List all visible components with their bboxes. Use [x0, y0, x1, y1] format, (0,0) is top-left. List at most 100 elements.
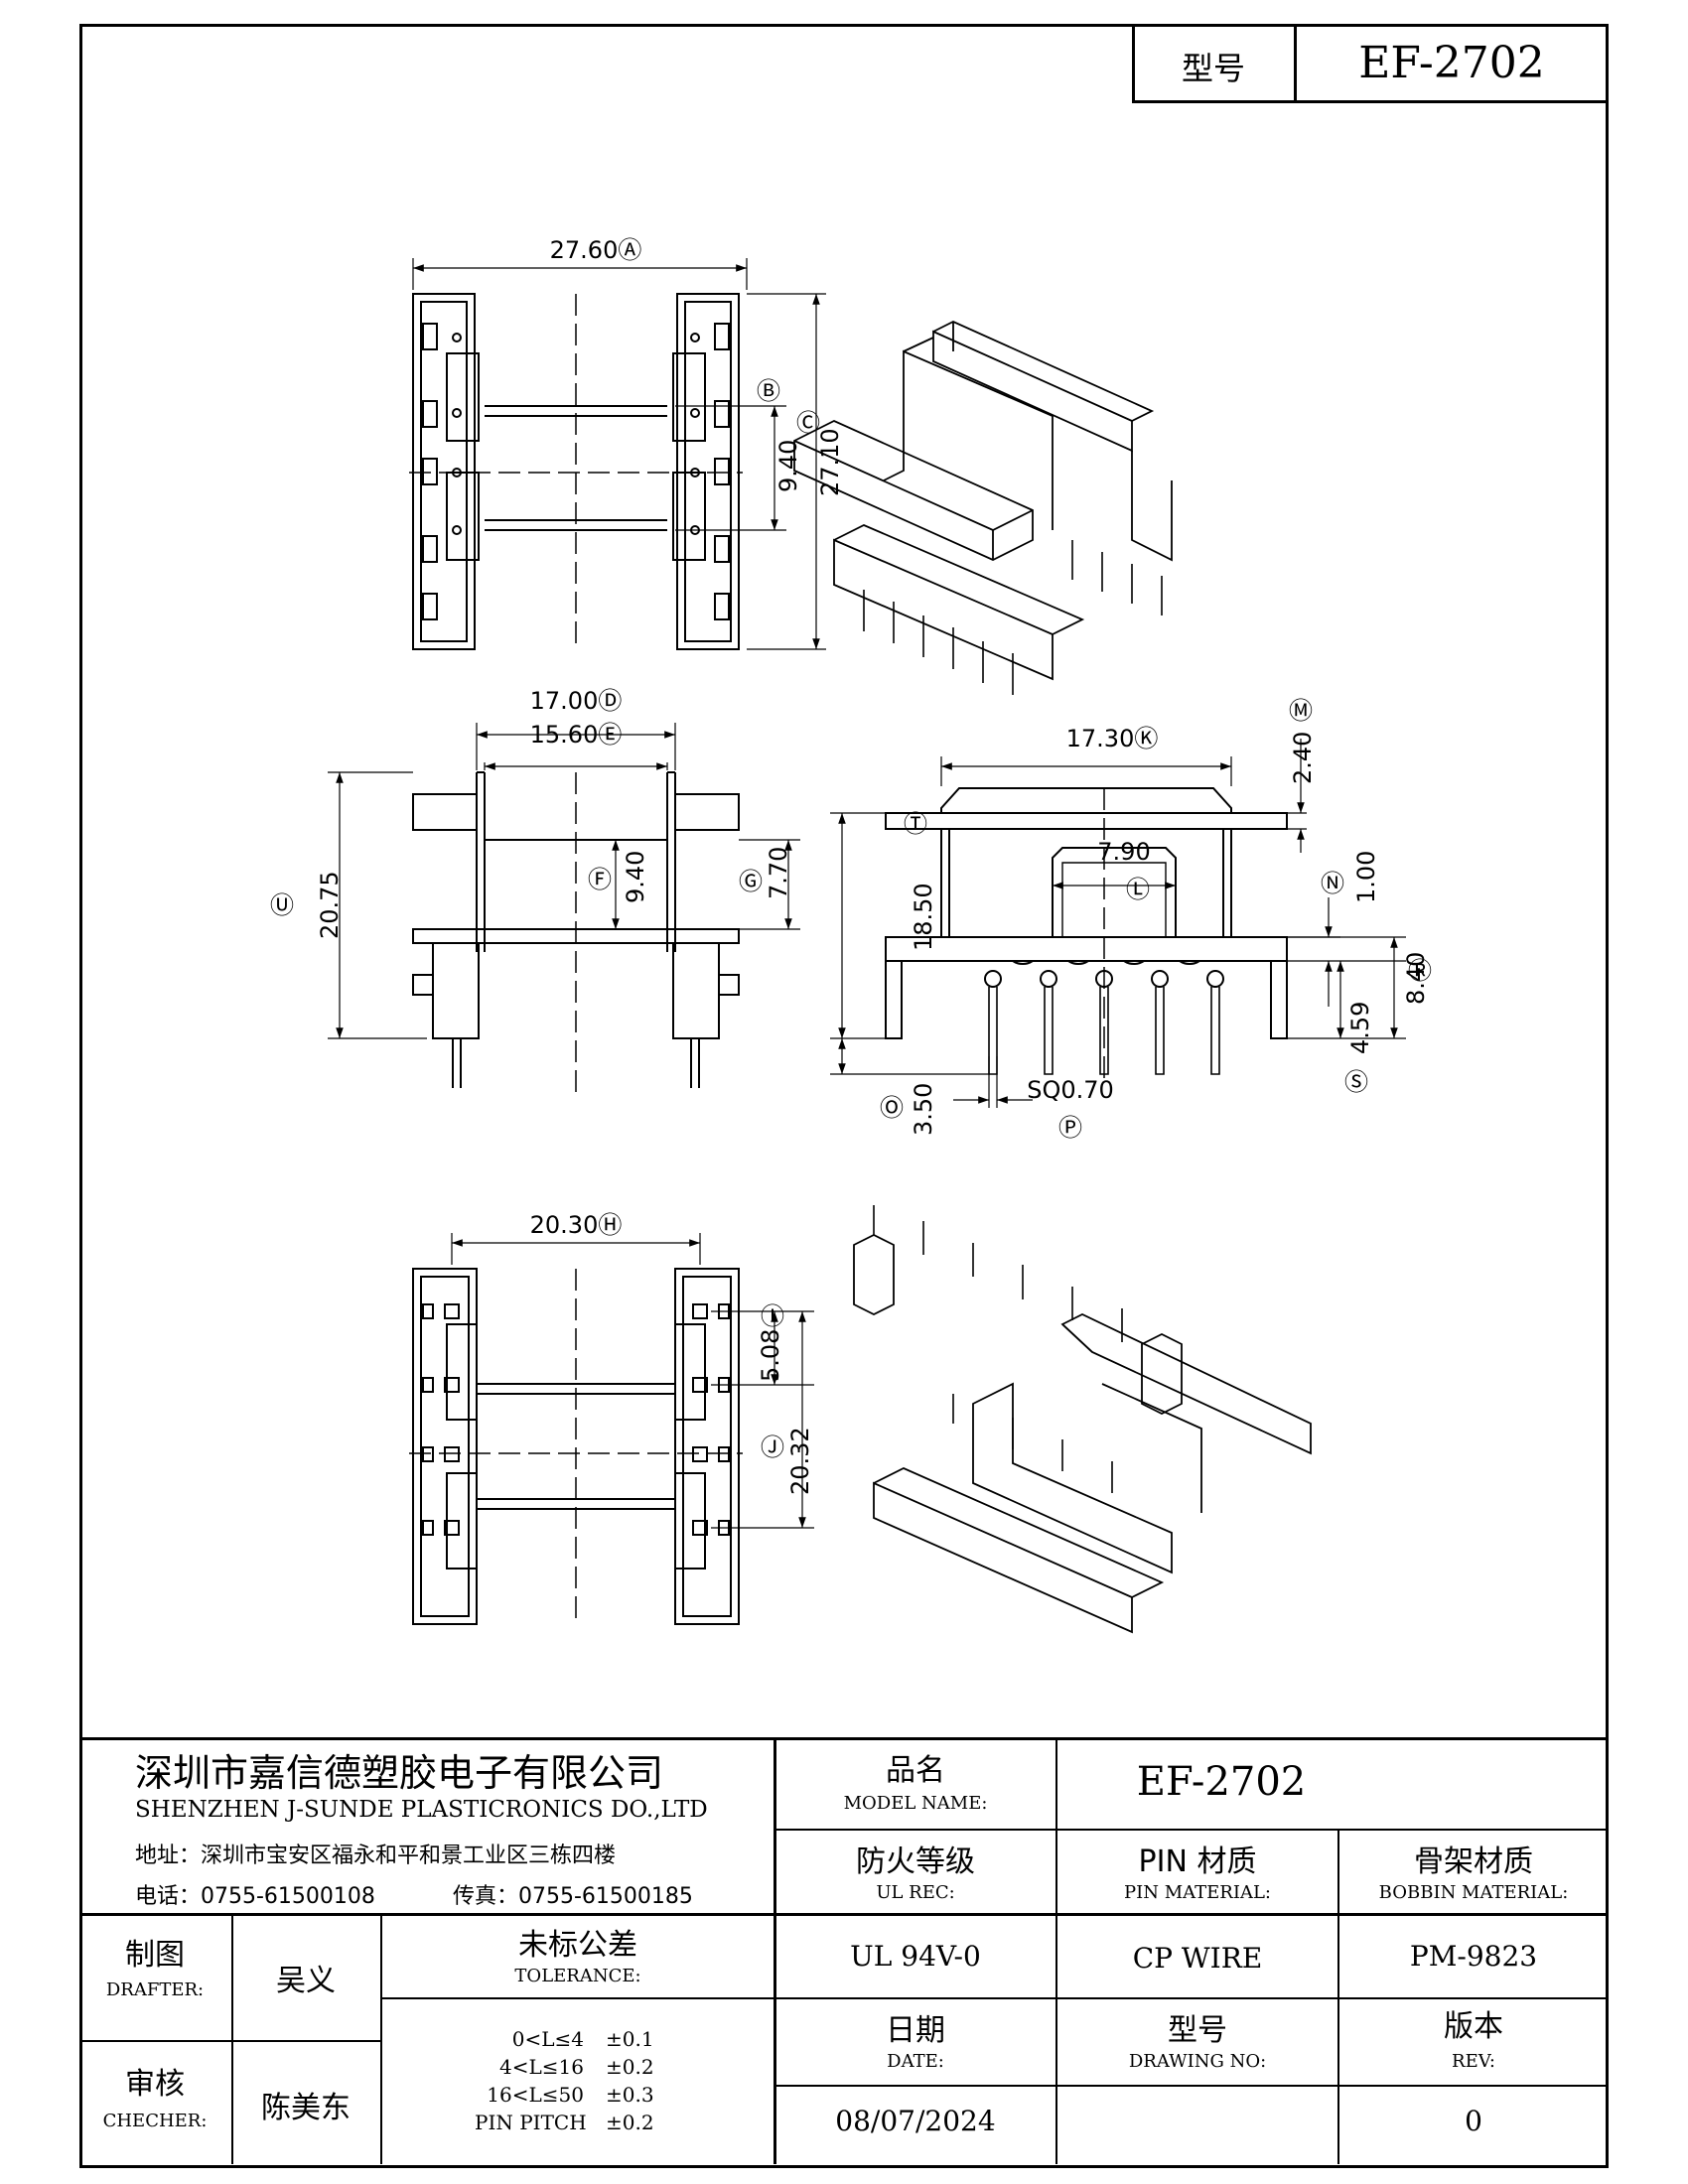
company-phone: 电话：0755-61500108	[135, 1884, 375, 1909]
tb-line	[79, 2040, 380, 2042]
ul-rec-cn: 防火等级	[856, 1844, 975, 1879]
model-name-cn: 品名	[886, 1753, 945, 1788]
tolerance-value: ±0.2	[606, 2055, 654, 2079]
dim-j: 20.32	[786, 1427, 814, 1495]
dim-value: 27.60	[549, 236, 619, 264]
bobbin-material-value: PM-9823	[1409, 1940, 1538, 1973]
side-view	[830, 739, 1406, 1108]
company-name-cn: 深圳市嘉信德塑胶电子有限公司	[135, 1751, 664, 1795]
model-name-en: MODEL NAME:	[843, 1793, 988, 1814]
dim-u: 20.75	[316, 871, 344, 939]
tb-vline	[1055, 1737, 1057, 2164]
rev-en: REV:	[1452, 2051, 1495, 2072]
dim-g-label: Ⓖ	[739, 868, 763, 895]
model-box-value: EF-2702	[1358, 38, 1545, 88]
dim-value: 17.00	[529, 687, 599, 715]
bobbin-material-cn: 骨架材质	[1414, 1844, 1533, 1879]
dim-p-label: Ⓟ	[1058, 1114, 1082, 1142]
tolerance-value: ±0.2	[606, 2111, 654, 2134]
tolerance-range: 0<L≤4	[511, 2027, 584, 2051]
dim-n-label: Ⓝ	[1321, 870, 1344, 897]
checker-en: CHECHER:	[102, 2111, 208, 2131]
dim-i-label: Ⓘ	[761, 1302, 784, 1330]
company-fax: 传真：0755-61500185	[453, 1884, 693, 1909]
rev-value: 0	[1465, 2105, 1482, 2137]
technical-drawing	[328, 258, 1406, 1634]
tolerance-range: 16<L≤50	[487, 2083, 584, 2107]
dim-o-label: Ⓞ	[880, 1094, 904, 1122]
tolerance-cn: 未标公差	[518, 1928, 637, 1963]
model-box-label: 型号	[1181, 50, 1246, 87]
dim-l-label: Ⓛ	[1126, 876, 1150, 903]
company-name-en: SHENZHEN J-SUNDE PLASTICRONICS DO.,LTD	[135, 1797, 708, 1823]
dim-f: 9.40	[622, 850, 649, 903]
tb-line	[774, 1829, 1609, 1831]
bottom-view	[409, 1233, 814, 1625]
pin-material-value: CP WIRE	[1132, 1942, 1263, 1975]
dim-r-label: Ⓡ	[1408, 957, 1432, 985]
checker-cn: 审核	[125, 2067, 185, 2102]
dim-value: 17.30	[1065, 725, 1135, 752]
dim-m-label: Ⓜ	[1289, 697, 1313, 725]
ul-rec-value: UL 94V-0	[850, 1940, 981, 1973]
dim-value: 7.90	[1097, 838, 1151, 866]
dim-d: 17.00Ⓓ	[529, 687, 623, 715]
dim-g: 7.70	[765, 846, 792, 899]
dim-s: 4.59	[1346, 1001, 1374, 1054]
checker-value: 陈美东	[261, 2091, 351, 2125]
front-view	[328, 723, 800, 1096]
dim-i: 5.08	[757, 1328, 784, 1382]
tb-line	[79, 1737, 1609, 1740]
dim-c: 27.10	[816, 428, 844, 496]
dim-b-label: Ⓑ	[757, 377, 780, 405]
drawing-sheet-border	[79, 24, 1609, 2168]
dim-t: 18.50	[910, 883, 937, 951]
tb-vline	[380, 1913, 382, 2164]
tb-vline	[231, 1913, 233, 2164]
drawing-no-en: DRAWING NO:	[1128, 2051, 1267, 2072]
tolerance-en: TOLERANCE:	[514, 1966, 641, 1986]
pin-material-cn: PIN 材质	[1138, 1844, 1257, 1879]
dim-t-label: Ⓣ	[904, 810, 927, 838]
isometric-view-2	[853, 1205, 1312, 1634]
date-cn: 日期	[886, 2013, 945, 2048]
date-en: DATE:	[887, 2051, 944, 2072]
tolerance-range: PIN PITCH	[475, 2111, 587, 2134]
ul-rec-en: UL REC:	[876, 1882, 955, 1903]
model-box	[1132, 24, 1609, 103]
dim-j-label: Ⓙ	[761, 1433, 784, 1461]
dim-r: 8.40	[1402, 951, 1430, 1005]
tolerance-value: ±0.3	[606, 2083, 654, 2107]
tb-line	[380, 1997, 1609, 1999]
drafter-value: 吴义	[276, 1964, 336, 1998]
tb-vline	[774, 1737, 776, 2164]
tolerance-range: 4<L≤16	[499, 2055, 584, 2079]
tolerance-value: ±0.1	[606, 2027, 654, 2051]
dim-p: SQ0.70	[1027, 1076, 1114, 1104]
dim-value: 15.60	[529, 721, 599, 749]
isometric-view-1	[793, 321, 1173, 695]
drafter-cn: 制图	[125, 1938, 185, 1973]
dim-u-label: Ⓤ	[270, 891, 294, 919]
dim-m: 2.40	[1289, 731, 1317, 784]
tolerance-values: ±0.1 ±0.2 ±0.3 ±0.2	[606, 2025, 654, 2136]
tb-line	[79, 1913, 1609, 1916]
date-value: 08/07/2024	[835, 2105, 996, 2137]
drawing-no-cn: 型号	[1168, 2013, 1227, 2048]
top-view	[409, 258, 826, 650]
rev-cn: 版本	[1444, 2009, 1503, 2044]
company-address: 地址：深圳市宝安区福永和平和景工业区三栋四楼	[135, 1843, 617, 1868]
dim-value: 20.30	[529, 1211, 599, 1239]
dim-o: 3.50	[910, 1082, 937, 1136]
dim-n: 1.00	[1352, 850, 1380, 903]
dim-b: 9.40	[774, 439, 802, 492]
tb-vline	[1337, 1829, 1339, 2164]
tolerance-ranges: 0<L≤4 4<L≤16 16<L≤50 PIN PITCH	[475, 2025, 587, 2136]
dim-h: 20.30Ⓗ	[529, 1211, 623, 1239]
dim-s-label: Ⓢ	[1344, 1068, 1368, 1096]
dim-k: 17.30Ⓚ	[1065, 725, 1159, 752]
dim-c-label: Ⓒ	[796, 409, 820, 437]
dim-l: 7.90	[1097, 838, 1150, 866]
model-name-value: EF-2702	[1136, 1759, 1307, 1805]
pin-material-en: PIN MATERIAL:	[1124, 1882, 1271, 1903]
